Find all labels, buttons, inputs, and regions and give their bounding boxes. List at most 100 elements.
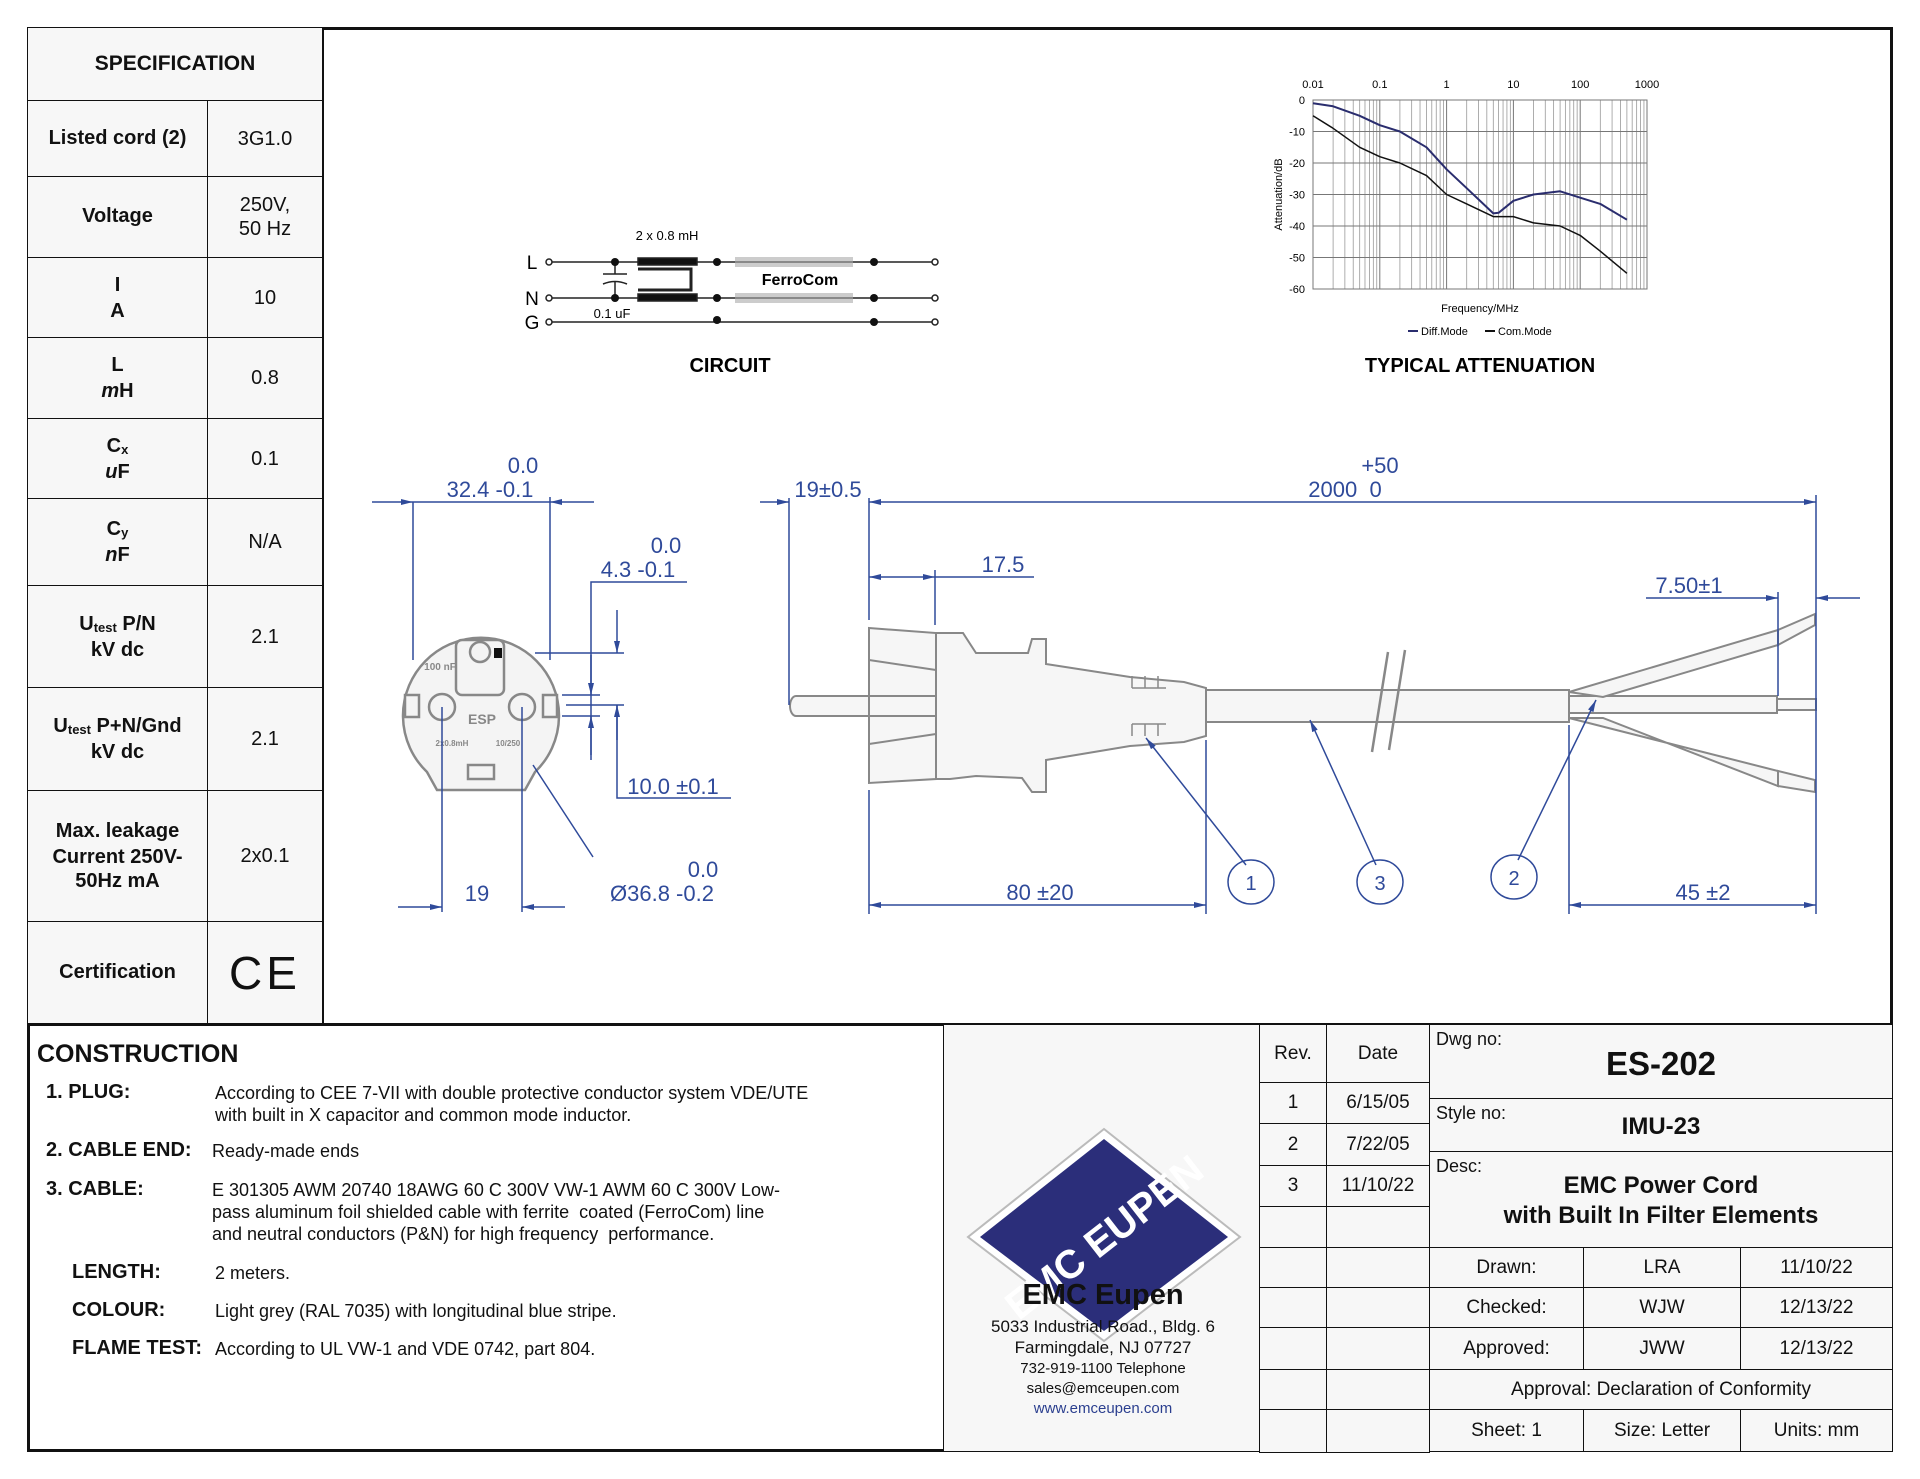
- company-cell: EMC EUPEN EMC Eupen 5033 Industrial Road…: [943, 1024, 1261, 1452]
- dim-offset: 10.0 ±0.1: [627, 774, 719, 799]
- dim-width: 32.4 -0.1: [447, 477, 534, 502]
- dim-width-tol: 0.0: [508, 453, 539, 478]
- y-axis-label: Attenuation/dB: [1273, 158, 1285, 230]
- company-email[interactable]: sales@emceupen.com: [1026, 1380, 1180, 1397]
- construction-text: According to CEE 7-VII with double prote…: [215, 1083, 809, 1103]
- signoff-role: Checked:: [1429, 1287, 1584, 1328]
- face-brand-text: ESP: [468, 711, 496, 727]
- x-tick-label: 0.01: [1302, 79, 1323, 91]
- side-dimensions: [760, 495, 1860, 914]
- capacitor-label: 0.1 uF: [594, 306, 631, 321]
- spec-label: Certification: [27, 921, 208, 1025]
- spec-label-line1: Utest P+N/Gnd: [53, 714, 181, 740]
- sheet-number: Sheet: 1: [1429, 1409, 1584, 1452]
- face-cap-text: 100 nF: [424, 662, 456, 673]
- spec-label-line1: Voltage: [82, 204, 153, 230]
- construction-text: According to UL VW-1 and VDE 0742, part …: [215, 1339, 596, 1359]
- front-dimensions: [372, 497, 731, 912]
- rev-date: 11/10/22: [1326, 1165, 1430, 1207]
- circuit-diagram: [545, 257, 939, 326]
- company-website[interactable]: www.emceupen.com: [1033, 1400, 1173, 1417]
- construction-text: E 301305 AWM 20740 18AWG 60 C 300V VW-1 …: [212, 1180, 780, 1200]
- spec-unit: kV dc: [90, 638, 145, 661]
- dim-pin-length: 19±0.5: [794, 477, 861, 502]
- x-tick-label: 0.1: [1372, 79, 1387, 91]
- spec-label-line1: Listed cord (2): [49, 126, 187, 152]
- dim-diameter-tol: 0.0: [688, 857, 719, 882]
- spec-label-line2: kV dc: [91, 638, 144, 662]
- x-axis-label: Frequency/MHz: [1441, 303, 1519, 315]
- spec-label-main: C: [106, 434, 122, 457]
- spec-label-line1: Cx: [107, 434, 129, 460]
- spec-label-rest: P/N: [116, 612, 156, 635]
- rev-number: 2: [1259, 1123, 1327, 1166]
- face-inductor-text: 2x0.8mH: [436, 739, 469, 748]
- ferrite-label: FerroCom: [762, 272, 838, 289]
- spec-label-main: Max. leakage: [55, 820, 180, 842]
- x-tick-label: 1000: [1635, 79, 1659, 91]
- rev-date-empty: [1326, 1206, 1430, 1248]
- spec-value: 0.1: [207, 418, 323, 499]
- spec-label-main: U: [79, 612, 94, 635]
- spec-label-line2: kV dc: [91, 740, 144, 764]
- spec-unit-prefix: m: [101, 380, 120, 402]
- circuit-label-n: N: [525, 289, 539, 310]
- rev-date: 7/22/05: [1326, 1123, 1430, 1166]
- balloon-3-label: 3: [1374, 873, 1385, 895]
- construction-text: with built in X capacitor and common mod…: [215, 1105, 632, 1125]
- construction-label: 2. CABLE END:: [46, 1139, 192, 1161]
- spec-label-main: I: [114, 273, 121, 296]
- spec-unit-prefix: u: [105, 460, 118, 483]
- approval-note: Approval: Declaration of Conformity: [1429, 1369, 1893, 1410]
- dwg-no: ES-202: [1605, 1045, 1717, 1082]
- spec-label-main: L: [111, 354, 124, 376]
- y-tick-label: -30: [1289, 190, 1305, 202]
- desc-label: Desc:: [1436, 1156, 1483, 1176]
- signoff-role: Drawn:: [1429, 1247, 1584, 1288]
- company-phone: 732-919-1100 Telephone: [1020, 1360, 1186, 1377]
- style-no: IMU-23: [1621, 1113, 1701, 1140]
- spec-unit: F: [117, 544, 130, 566]
- spec-label-sub: y: [121, 525, 129, 540]
- spec-label-line2: Current 250V-50Hz mA: [33, 845, 203, 893]
- signoff-date: 12/13/22: [1740, 1327, 1893, 1370]
- legend-label: Com.Mode: [1498, 326, 1552, 338]
- dwg-no-label: Dwg no:: [1436, 1029, 1503, 1049]
- balloon-1-label: 1: [1245, 873, 1256, 895]
- dim-length-tol: +50: [1361, 453, 1398, 478]
- y-tick-label: -40: [1289, 221, 1305, 233]
- spec-label-sub: x: [121, 441, 129, 457]
- construction-text: 2 meters.: [215, 1263, 291, 1283]
- dim-grip: 17.5: [982, 552, 1025, 577]
- construction-text: and neutral conductors (P&N) for high fr…: [212, 1224, 715, 1244]
- construction-label: 3. CABLE:: [46, 1178, 144, 1200]
- balloon-3: [1356, 859, 1404, 905]
- spec-label-sub: test: [67, 722, 91, 737]
- spec-value: 3G1.0: [207, 100, 323, 177]
- spec-value: 0.8: [207, 337, 323, 419]
- construction-text: Light grey (RAL 7035) with longitudinal …: [215, 1301, 617, 1321]
- dim-length: 2000 0: [1308, 477, 1381, 502]
- signoff-date: 11/10/22: [1740, 1247, 1893, 1288]
- y-tick-label: -50: [1289, 253, 1305, 265]
- spec-unit-prefix: n: [105, 544, 118, 566]
- face-rating-text: 10/250: [496, 739, 521, 748]
- rev-date-empty: [1326, 1409, 1430, 1453]
- construction-label: 1. PLUG:: [46, 1081, 131, 1103]
- inductor-label: 2 x 0.8 mH: [636, 228, 699, 243]
- dim-strip: 7.50±1: [1655, 573, 1722, 598]
- spec-value: N/A: [207, 498, 323, 586]
- x-tick-label: 10: [1507, 79, 1519, 91]
- dwg-no-cell: Dwg no: ES-202: [1429, 1024, 1893, 1099]
- balloon-2-label: 2: [1508, 868, 1519, 890]
- company-address2: Farmingdale, NJ 07727: [1014, 1338, 1192, 1357]
- spec-unit: A: [110, 299, 125, 322]
- construction-title: CONSTRUCTION: [37, 1040, 239, 1068]
- construction-label: LENGTH:: [72, 1261, 161, 1283]
- spec-value: 2x0.1: [207, 790, 323, 922]
